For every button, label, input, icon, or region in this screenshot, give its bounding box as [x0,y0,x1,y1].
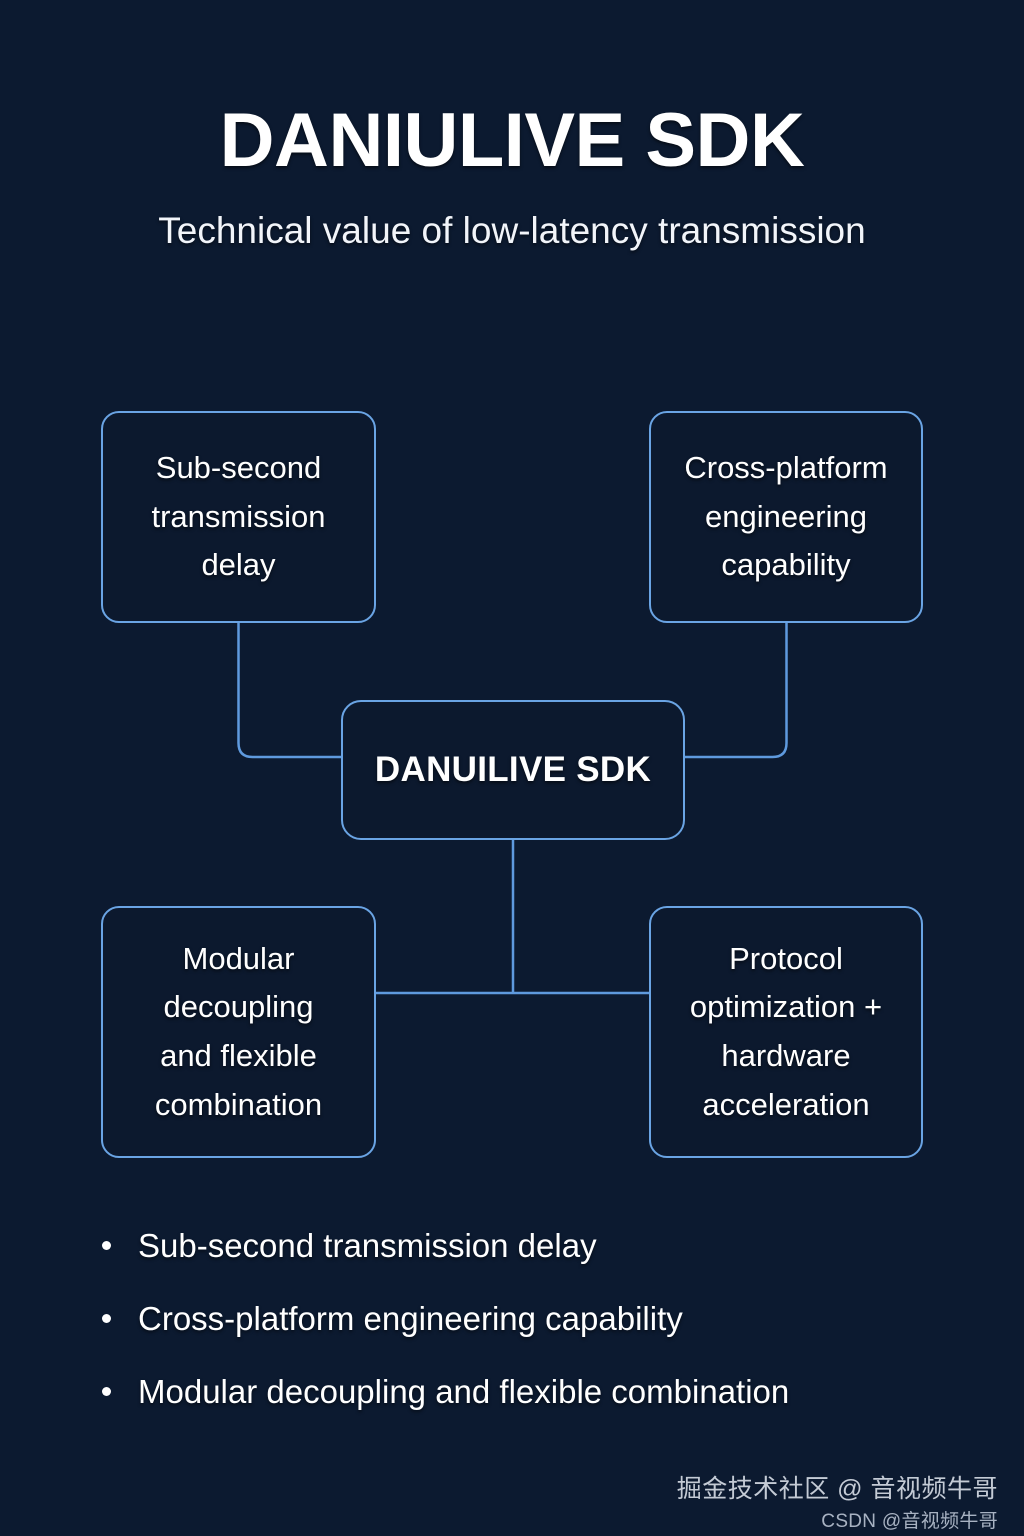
list-item: Cross-platform engineering capability [95,1295,915,1342]
list-item: Sub-second transmission delay [95,1222,915,1269]
node-center-danuilive-sdk[interactable]: DANUILIVE SDK [341,700,685,840]
node-label: Modular decoupling and flexible combinat… [154,940,323,1122]
node-label: DANUILIVE SDK [374,749,652,789]
node-protocol-optimization-hardware-acceleration[interactable]: Protocol optimization + hardware acceler… [649,906,923,1158]
page-title: DANIULIVE SDK [219,98,805,183]
connector-top-right [685,623,788,759]
watermark-juejin: 掘金技术社区 @ 音视频牛哥 [676,1475,998,1503]
list-item-label: Modular decoupling and flexible combinat… [138,1373,790,1411]
watermark-csdn: CSDN @音视频牛哥 [821,1511,998,1532]
node-label: Cross-platform engineering capability [684,450,888,583]
list-item-label: Sub-second transmission delay [138,1227,597,1264]
list-item-label: Cross-platform engineering capability [138,1300,683,1338]
node-label: Protocol optimization + hardware acceler… [689,940,883,1122]
feature-bullet-list: Sub-second transmission delay Cross-plat… [95,1222,915,1442]
header: DANIULIVE SDK Technical value of low-lat… [0,0,1024,252]
node-modular-decoupling-and-flexible-combination[interactable]: Modular decoupling and flexible combinat… [101,906,376,1158]
page-subtitle: Technical value of low-latency transmiss… [158,210,866,251]
node-cross-platform-engineering-capability[interactable]: Cross-platform engineering capability [649,411,923,623]
connector-top-left [237,623,341,759]
list-item: Modular decoupling and flexible combinat… [95,1368,915,1415]
node-sub-second-transmission-delay[interactable]: Sub-second transmission delay [101,411,376,623]
node-label: Sub-second transmission delay [151,450,326,583]
